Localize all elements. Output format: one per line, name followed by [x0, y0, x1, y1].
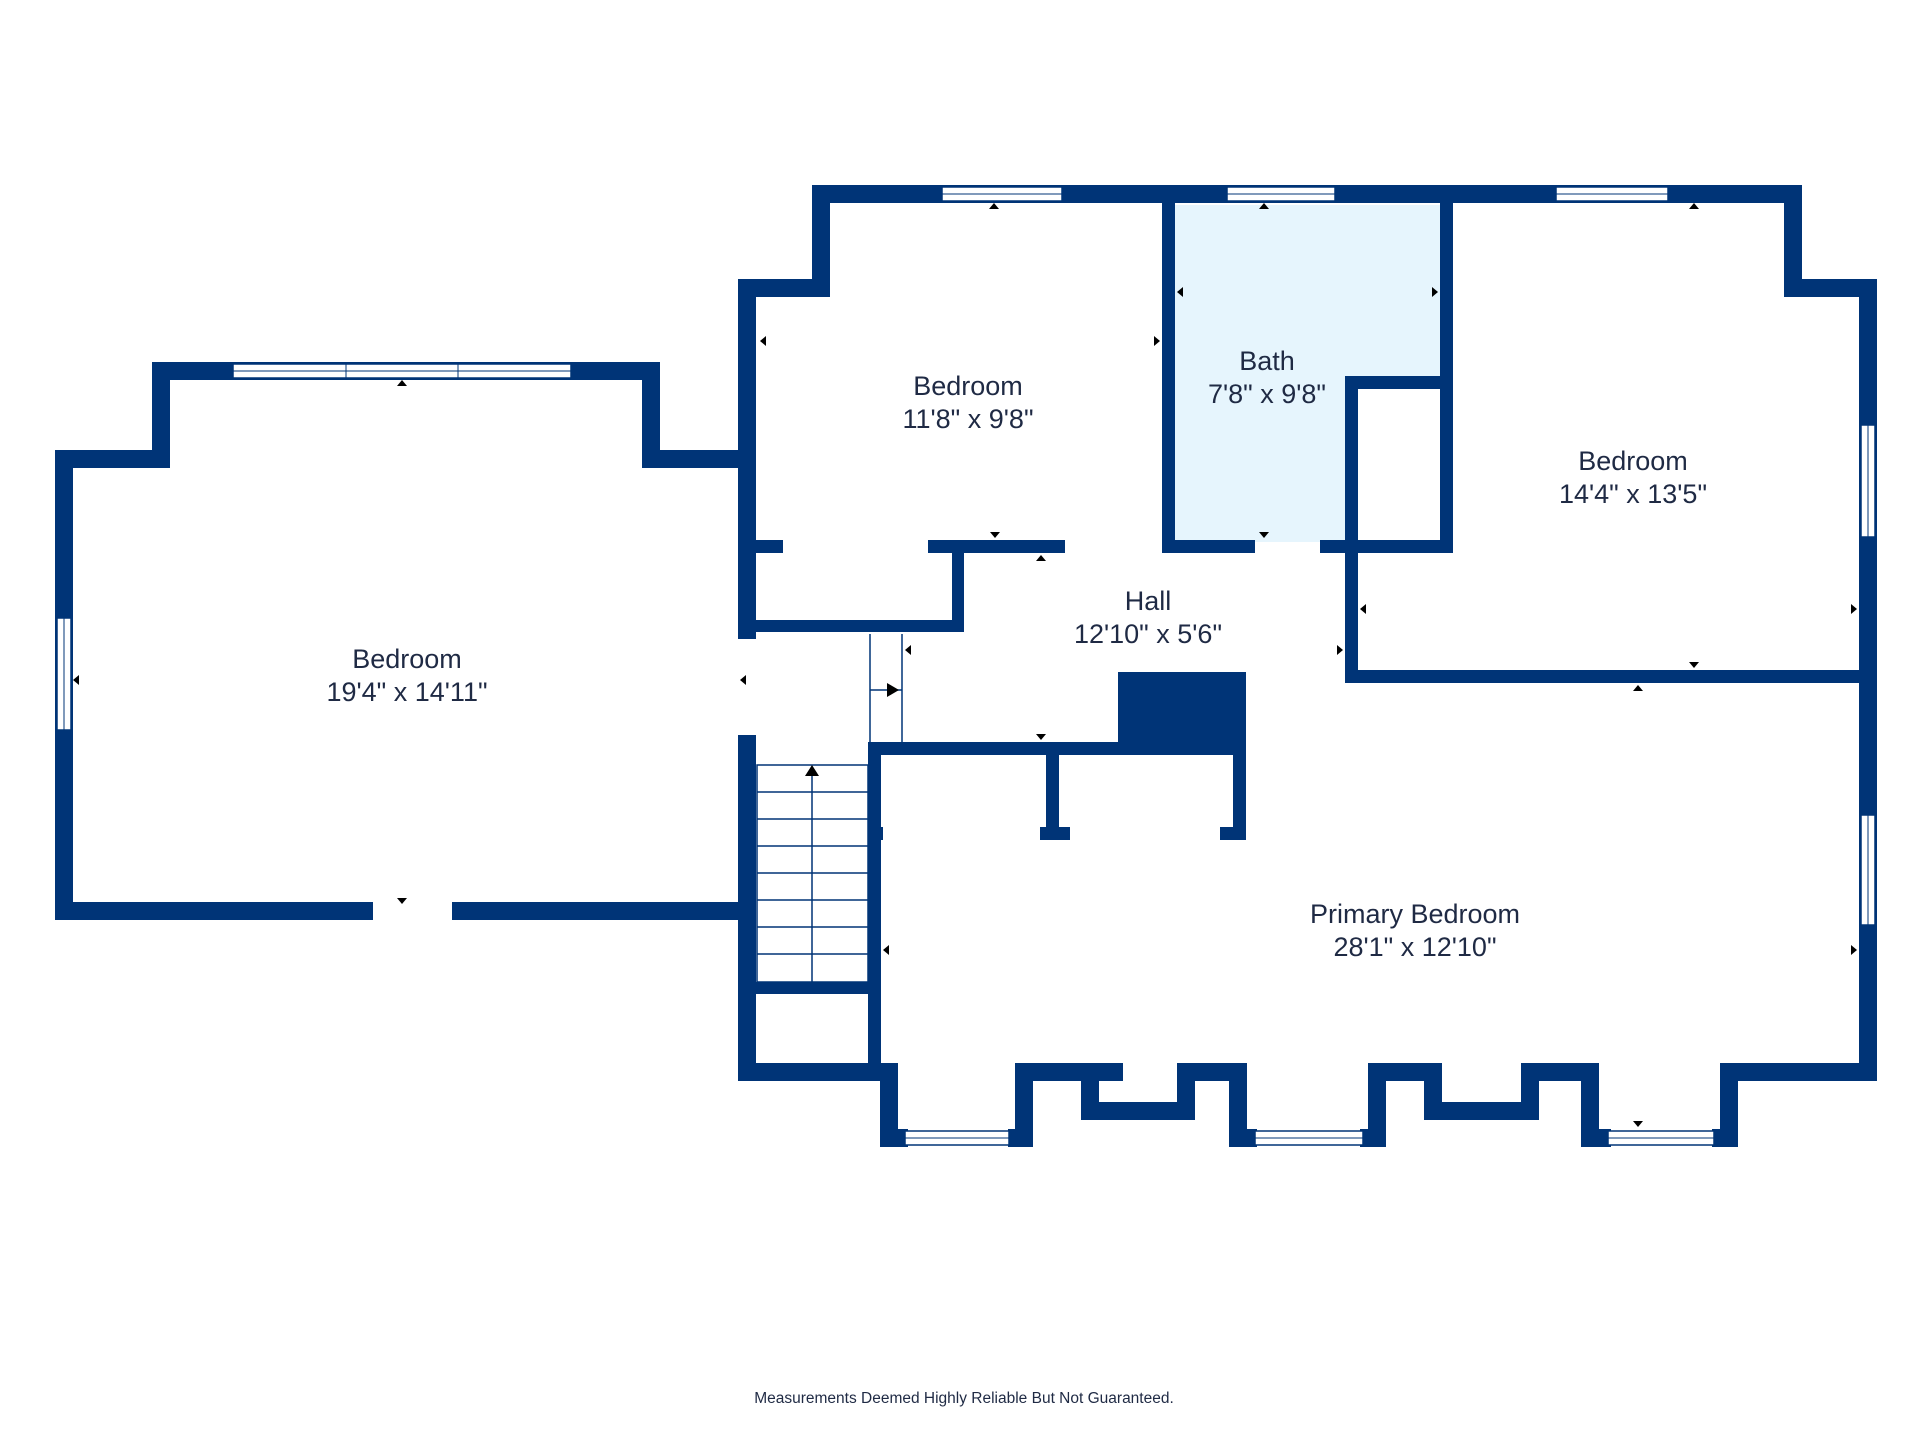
staircase	[756, 634, 903, 983]
room-name-hall: Hall	[1125, 586, 1172, 616]
windows	[56, 186, 1876, 1146]
room-name-bedroom-top: Bedroom	[913, 371, 1023, 401]
room-name-bedroom-left: Bedroom	[352, 644, 462, 674]
room-name-bedroom-right: Bedroom	[1578, 446, 1688, 476]
room-name-primary-bedroom: Primary Bedroom	[1310, 899, 1520, 929]
walls	[55, 185, 1877, 1147]
room-dims-primary-bedroom: 28'1" x 12'10"	[1333, 932, 1496, 962]
stair-landing-arrow	[887, 683, 899, 697]
room-dims-bedroom-right: 14'4" x 13'5"	[1559, 479, 1707, 509]
room-name-bath: Bath	[1239, 346, 1295, 376]
stair-up-arrow	[805, 765, 819, 776]
room-dims-hall: 12'10" x 5'6"	[1074, 619, 1222, 649]
room-dims-bedroom-left: 19'4" x 14'11"	[326, 677, 487, 707]
bath-fill	[1175, 205, 1440, 542]
room-dims-bath: 7'8" x 9'8"	[1208, 379, 1326, 409]
markers	[73, 203, 1857, 1127]
room-dims-bedroom-top: 11'8" x 9'8"	[902, 404, 1033, 434]
disclaimer: Measurements Deemed Highly Reliable But …	[754, 1390, 1174, 1407]
